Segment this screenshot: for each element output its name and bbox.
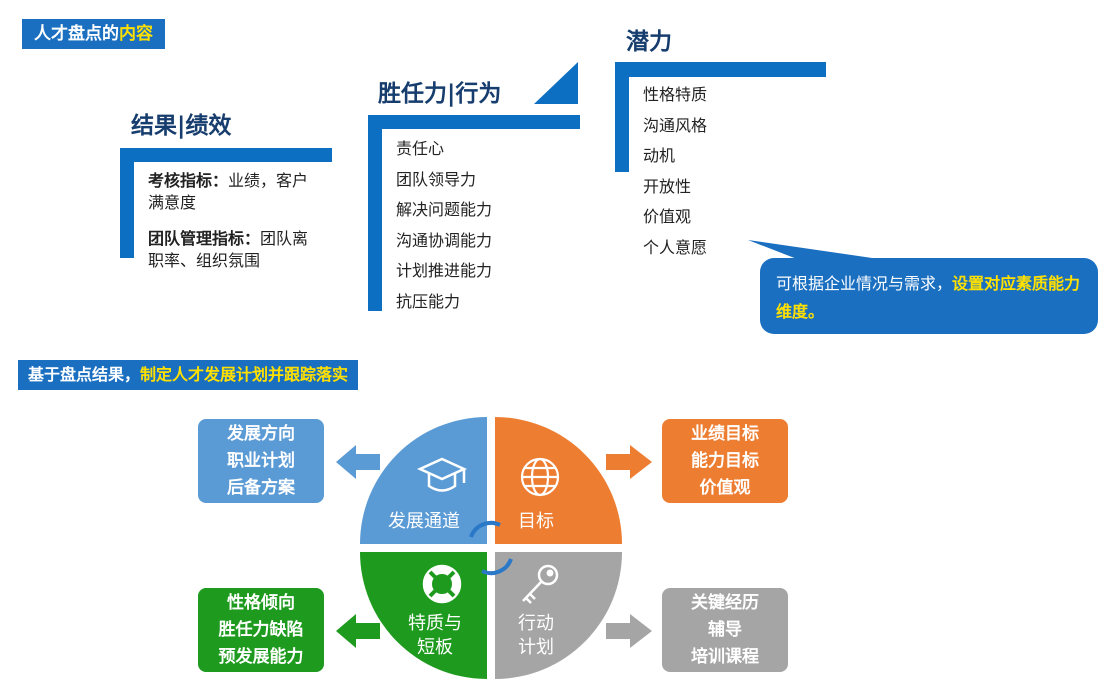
cycle-arrow-icon [469, 520, 501, 538]
quadrant-traits-label-line1: 特质与 [408, 613, 462, 634]
results-item-team-text: 团队离职率、组织氛围 [148, 229, 309, 270]
quadrant-traits-label-line2: 短板 [417, 637, 453, 658]
callout-note: 可根据企业情况与需求，设置对应素质能力维度。 [760, 258, 1098, 334]
action-box-item: 关键经历 [691, 592, 759, 613]
potential-item: 性格特质 [643, 85, 708, 104]
quadrant-action [495, 552, 622, 679]
competency-heading: 胜任力|行为 [378, 81, 502, 107]
quadrant-diagram [360, 417, 622, 679]
results-bracket-top [120, 148, 332, 162]
results-item-kpi-label: 考核指标： [148, 171, 229, 190]
goal-box-item: 能力目标 [691, 450, 759, 471]
development-box-item: 发展方向 [227, 423, 295, 444]
potential-heading: 潜力 [626, 29, 672, 55]
results-bracket-side [120, 148, 134, 258]
arrow-left-icon [336, 445, 380, 479]
development-box: 发展方向 职业计划 后备方案 [198, 419, 324, 503]
potential-bracket-side [615, 62, 629, 172]
quadrant-action-label-line2: 计划 [518, 637, 554, 658]
competency-bracket-top [368, 115, 580, 129]
section-tag-plan: 基于盘点结果，制定人才发展计划并跟踪落实 [18, 360, 359, 390]
potential-item: 沟通风格 [643, 115, 708, 135]
results-item-team-label: 团队管理指标： [148, 229, 261, 248]
results-item-team: 团队管理指标：团队离职率、组织氛围 [148, 228, 320, 272]
graduation-cap-icon [416, 457, 468, 492]
competency-bracket-side [368, 115, 382, 311]
section-tag-highlight: 内容 [119, 24, 153, 44]
callout-text: 可根据企业情况与需求， [776, 274, 953, 293]
section-tag-plan-text: 基于盘点结果， [28, 365, 141, 384]
traits-box-item: 胜任力缺陷 [218, 619, 304, 640]
competency-triangle-deco [534, 62, 578, 104]
action-box-item: 辅导 [708, 619, 742, 640]
competency-list: 责任心 团队领导力 解决问题能力 沟通协调能力 计划推进能力 抗压能力 [396, 134, 492, 317]
potential-item: 动机 [643, 146, 676, 165]
results-item-kpi-text: 业绩，客户满意度 [148, 171, 309, 212]
goal-box-item: 价值观 [699, 477, 751, 498]
traits-box-item: 预发展能力 [218, 646, 304, 667]
globe-icon [520, 457, 560, 497]
quadrant-traits-label: 特质与 短板 [408, 612, 462, 660]
section-tag-plan-highlight: 制定人才发展计划并跟踪落实 [140, 365, 349, 384]
goal-box: 业绩目标 能力目标 价值观 [662, 419, 788, 503]
potential-item: 价值观 [643, 207, 692, 226]
callout-highlight: 设置对应素质能力维度。 [776, 274, 1081, 321]
potential-item: 开放性 [643, 176, 692, 196]
arrow-left-icon [336, 614, 380, 648]
competency-item: 计划推进能力 [396, 261, 493, 280]
development-box-item: 职业计划 [227, 450, 295, 471]
traits-box-item: 性格倾向 [227, 592, 295, 613]
traits-box: 性格倾向 胜任力缺陷 预发展能力 [198, 588, 324, 672]
section-tag-content: 人才盘点的内容 [22, 19, 165, 49]
key-icon [522, 564, 559, 604]
quadrant-goal-label: 目标 [518, 511, 554, 532]
competency-item: 抗压能力 [396, 291, 461, 311]
cycle-arrow-icon [481, 558, 513, 576]
quadrant-action-label: 行动 计划 [518, 612, 554, 660]
section-tag-text: 人才盘点的 [34, 24, 119, 44]
competency-item: 沟通协调能力 [396, 230, 493, 250]
quadrant-development-label: 发展通道 [388, 511, 460, 532]
arrow-right-icon [606, 445, 652, 479]
potential-item: 个人意愿 [643, 237, 708, 257]
lifebuoy-icon [422, 564, 462, 604]
results-heading: 结果|绩效 [131, 113, 232, 139]
quadrant-action-label-line1: 行动 [518, 613, 554, 634]
arrow-right-icon [606, 614, 652, 648]
competency-item: 团队领导力 [396, 169, 477, 189]
development-box-item: 后备方案 [227, 477, 295, 498]
potential-bracket-top [615, 62, 826, 77]
competency-item: 责任心 [396, 139, 445, 158]
quadrant-development [360, 417, 487, 544]
action-box-item: 培训课程 [691, 646, 759, 667]
potential-list: 性格特质 沟通风格 动机 开放性 价值观 个人意愿 [643, 80, 707, 263]
competency-item: 解决问题能力 [396, 200, 493, 219]
action-box: 关键经历 辅导 培训课程 [662, 588, 788, 672]
results-item-kpi: 考核指标：业绩，客户满意度 [148, 170, 320, 214]
goal-box-item: 业绩目标 [691, 423, 759, 444]
